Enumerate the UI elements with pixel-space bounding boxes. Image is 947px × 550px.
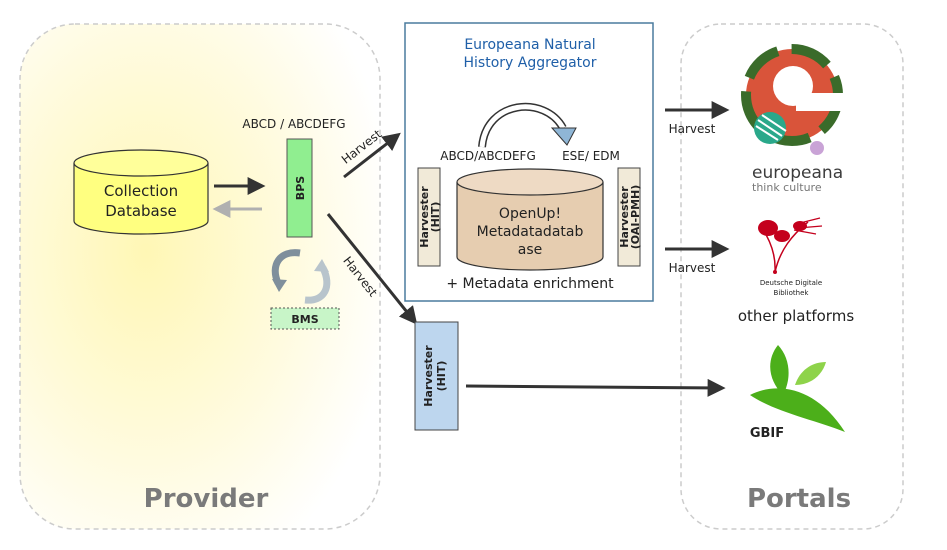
portals-label: Portals: [747, 484, 851, 514]
aggregator-harvester-hit-line2: (HIT): [429, 202, 442, 233]
bps-box: BPS: [286, 138, 313, 238]
harvest-label-other: Harvest: [669, 261, 716, 275]
gbif-label: GBIF: [750, 426, 784, 441]
openup-database: OpenUp! Metadatadatab ase: [456, 168, 604, 271]
aggregator-title-line1: Europeana Natural: [464, 37, 595, 53]
aggregator-harvester-oai-line1: Harvester: [618, 186, 631, 248]
aggregator-harvester-hit: Harvester (HIT): [417, 167, 442, 267]
europeana-logo: europeana think culture: [741, 44, 844, 194]
database-label-line1: Collection: [104, 182, 178, 200]
collection-database: Collection Database: [73, 149, 209, 235]
portals-panel: Portals: [680, 23, 904, 530]
sync-cycle-icon: [271, 249, 331, 304]
gbif-logo: GBIF: [750, 345, 845, 441]
harvest-label-europeana: Harvest: [669, 122, 716, 136]
openup-db-line1: OpenUp!: [499, 206, 561, 222]
ddb-line1: Deutsche Digitale: [760, 279, 822, 287]
openup-db-line3: ase: [518, 242, 543, 258]
other-platforms-label: other platforms: [738, 307, 854, 325]
aggregator-harvester-hit-line1: Harvester: [418, 186, 431, 248]
openup-db-line2: Metadatadatab: [477, 224, 584, 240]
ddb-logo: Deutsche Digitale Bibliothek: [758, 217, 822, 297]
arrow-to-gbif: [465, 378, 726, 397]
europeana-tagline: think culture: [752, 181, 822, 194]
harvest-arrow-to-aggregator: [343, 132, 401, 179]
bottom-harvester-line1: Harvester: [422, 345, 435, 407]
aggregator-harvester-oai-line2: (OAI-PMH): [629, 185, 642, 250]
aggregator-harvester-oai: Harvester (OAI-PMH): [617, 167, 642, 267]
format-in-label: ABCD/ABCDEFG: [440, 149, 536, 163]
provider-label: Provider: [144, 484, 269, 514]
bps-label: BPS: [294, 176, 307, 200]
format-out-label: ESE/ EDM: [562, 149, 620, 163]
bms-box: BMS: [270, 307, 340, 330]
aggregator-box: Europeana Natural History Aggregator ABC…: [404, 22, 654, 302]
ddb-line2: Bibliothek: [774, 289, 810, 297]
europeana-name: europeana: [752, 163, 843, 183]
metadata-enrichment-label: + Metadata enrichment: [446, 276, 614, 292]
database-label-line2: Database: [105, 202, 177, 220]
bottom-harvester-hit: Harvester (HIT): [414, 321, 459, 431]
harvest-arrow-to-bottom-harvester: [326, 213, 418, 325]
provider-format-label: ABCD / ABCDEFG: [242, 117, 345, 131]
bms-label: BMS: [291, 313, 318, 326]
bottom-harvester-line2: (HIT): [435, 361, 448, 392]
aggregator-title-line2: History Aggregator: [464, 55, 597, 71]
